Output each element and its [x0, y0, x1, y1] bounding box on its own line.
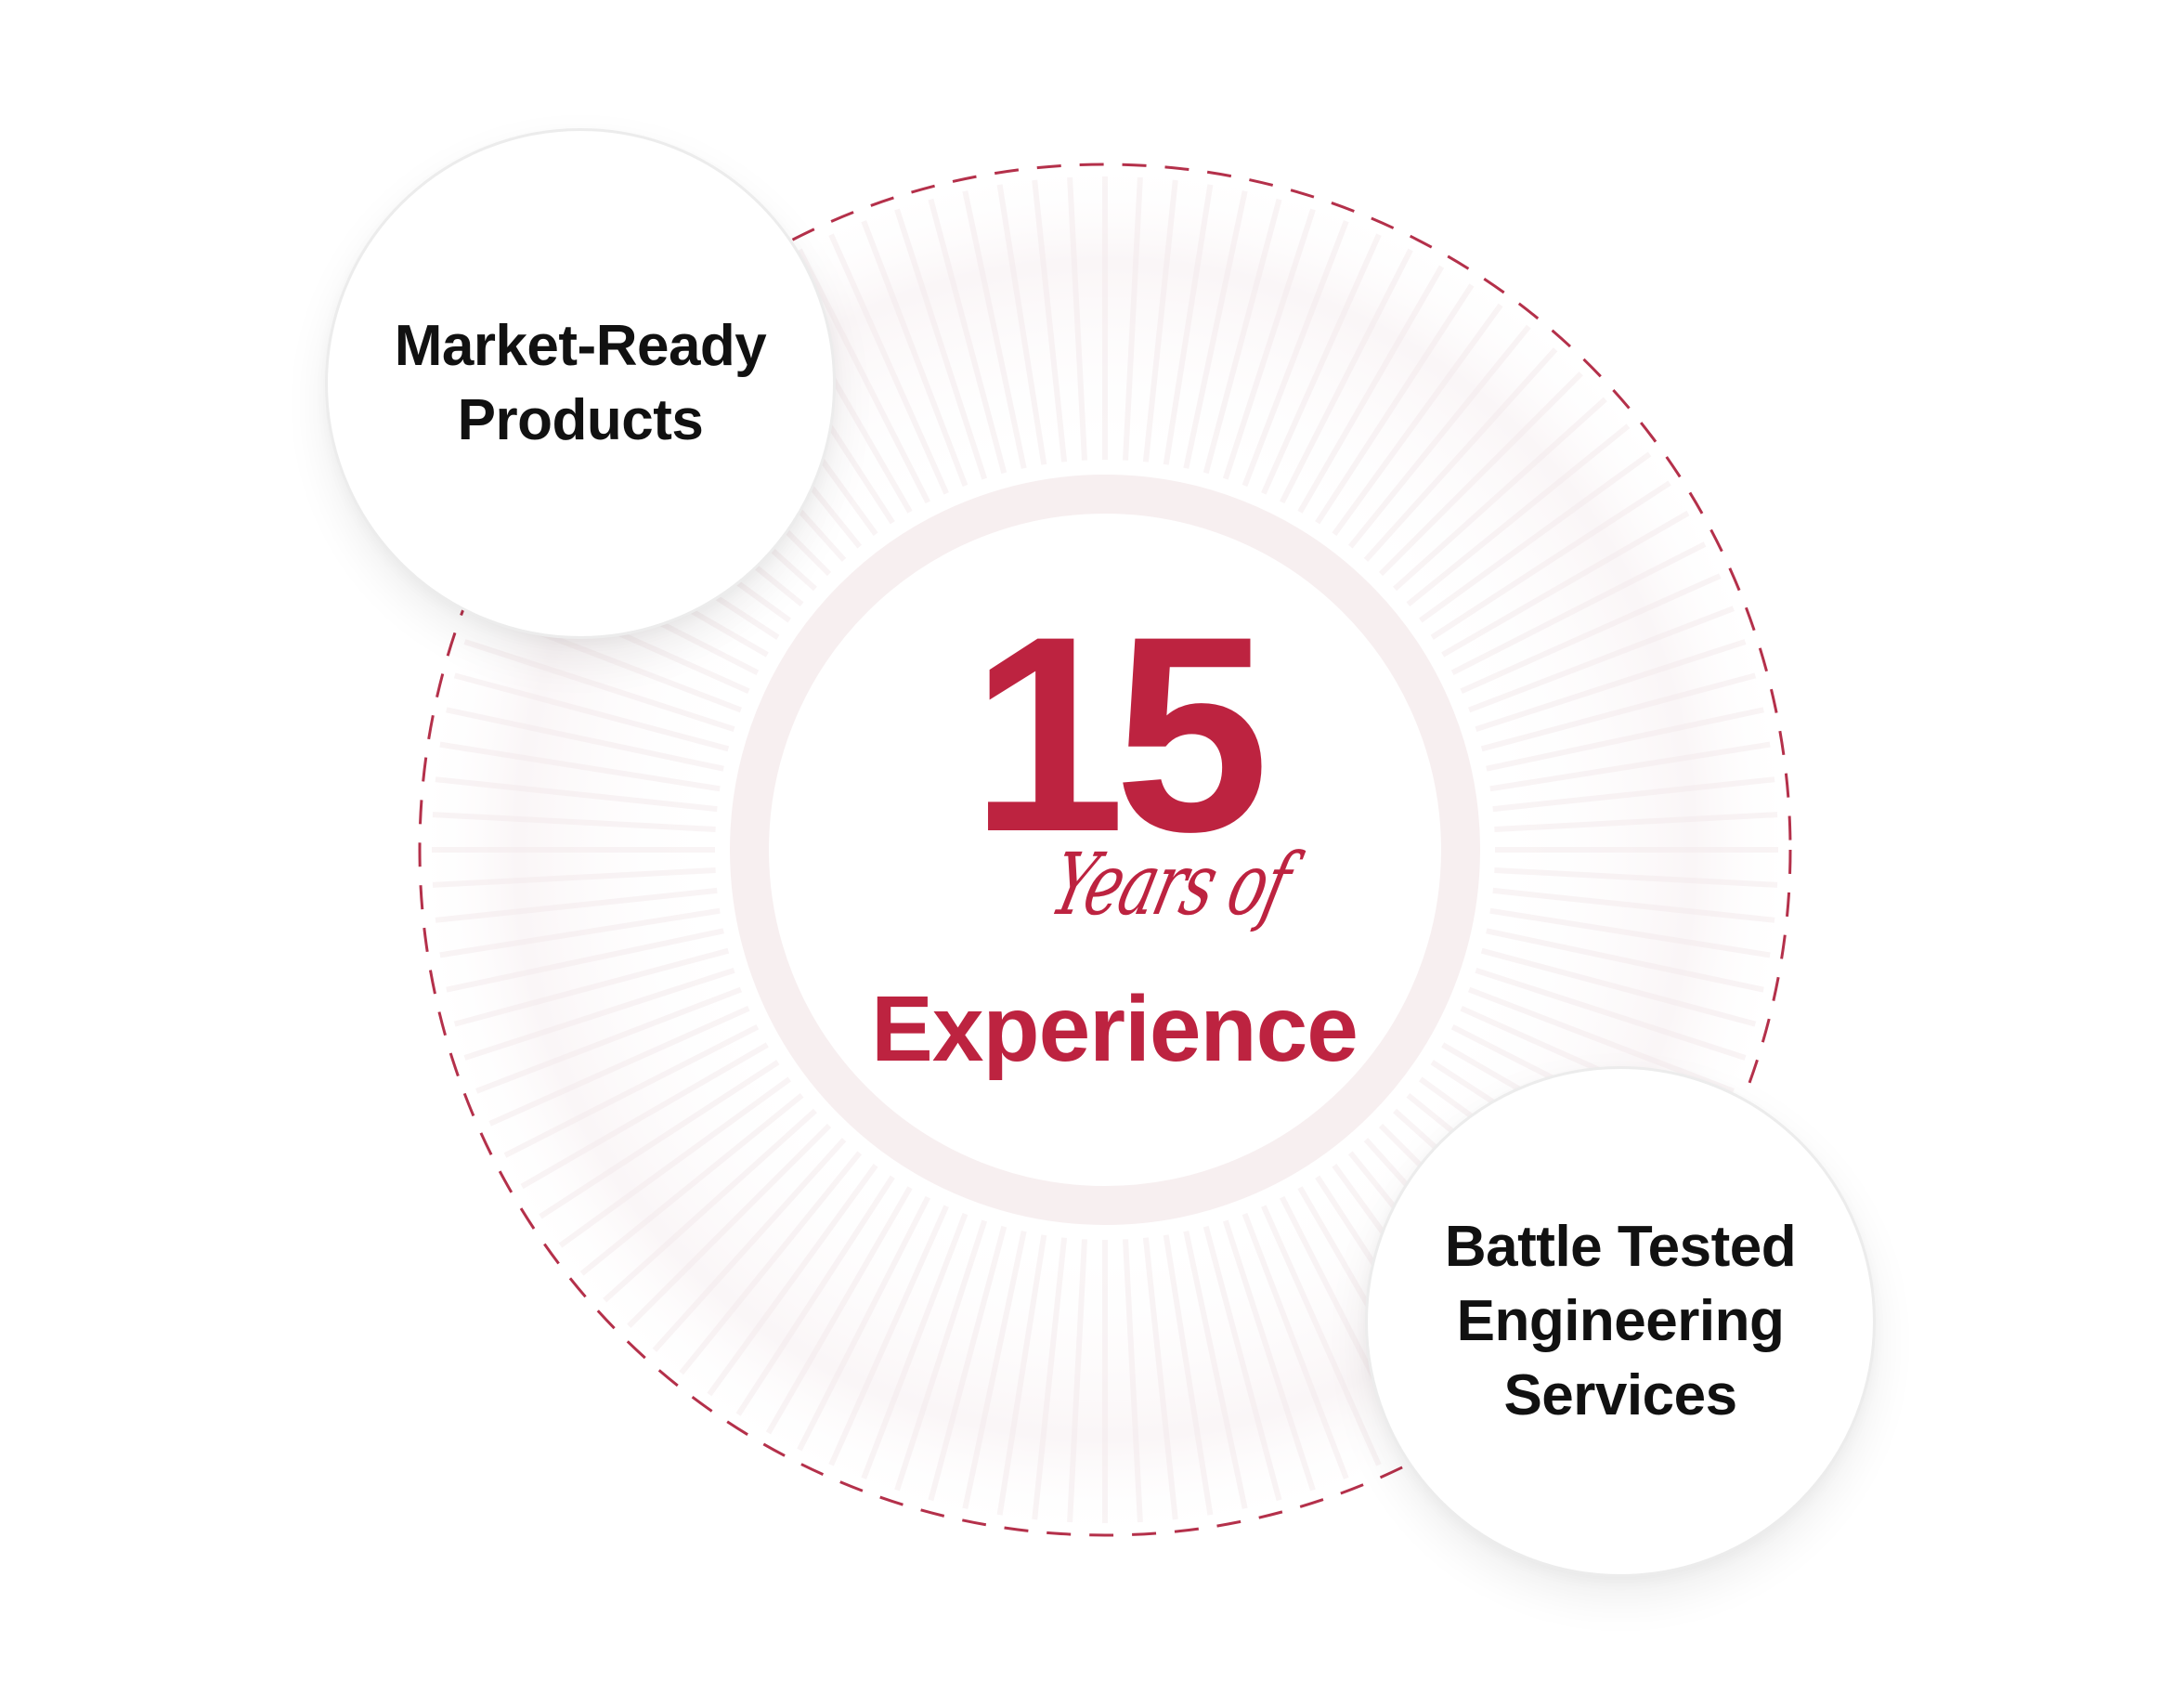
ray-line: [1280, 248, 1413, 504]
ray-line: [1261, 1205, 1382, 1466]
ray-line: [1494, 867, 1778, 888]
inner-ring: [730, 475, 1480, 1225]
ray-line: [1475, 639, 1747, 733]
ray-line: [1123, 1239, 1143, 1523]
experience-label: Experience: [871, 977, 1358, 1081]
ray-line: [1032, 1237, 1068, 1520]
ray-line: [1142, 179, 1178, 463]
ray-line: [828, 233, 949, 495]
bubble-label: Market-Ready Products: [394, 314, 767, 452]
ray-line: [1450, 541, 1707, 675]
ray-line: [962, 1231, 1027, 1509]
ray-line: [1475, 967, 1747, 1061]
ray-line: [1468, 606, 1735, 713]
ray-line: [1067, 176, 1087, 461]
ray-line: [1489, 907, 1771, 958]
ray-line: [1032, 179, 1068, 463]
ray-line: [861, 220, 968, 487]
ray-line: [1393, 397, 1607, 592]
ray-line: [1297, 265, 1445, 514]
ray-line: [1163, 1234, 1214, 1516]
ray-line: [1332, 303, 1503, 536]
ray-line: [735, 1175, 895, 1416]
years-number: 15: [970, 578, 1269, 890]
ray-line: [579, 1092, 804, 1276]
ray-line: [1492, 776, 1775, 813]
ray-line: [1202, 1225, 1282, 1502]
dashed-outer-ring: [418, 163, 1792, 1537]
ray-line: [1441, 510, 1690, 658]
ray-line: [1163, 184, 1214, 465]
ray-line: [446, 707, 724, 772]
ray-line: [1406, 424, 1631, 607]
ray-line: [707, 1164, 878, 1397]
ray-line: [1067, 1239, 1087, 1523]
ray-line: [1315, 283, 1475, 525]
ray-line: [1347, 324, 1531, 549]
ray-line: [1489, 741, 1771, 792]
ray-line: [1492, 887, 1775, 923]
ray-line: [1486, 928, 1764, 993]
ray-line: [432, 867, 716, 888]
ray-line: [1468, 986, 1735, 1094]
ray-line: [1460, 573, 1722, 694]
ray-line: [1142, 1237, 1178, 1520]
ray-line: [1183, 190, 1248, 469]
ray-line: [453, 672, 730, 752]
ray-line: [1363, 347, 1558, 562]
ray-line: [765, 1186, 913, 1435]
engineering-services-bubble: Battle Tested Engineering Services: [1365, 1066, 1876, 1577]
ray-line: [1183, 1231, 1248, 1509]
ray-line: [1202, 198, 1282, 475]
ray-line: [439, 907, 721, 958]
ray-line: [1419, 451, 1652, 623]
center-experience-block: 15 Years of Experience: [817, 594, 1411, 1114]
ray-line: [435, 776, 718, 813]
ray-line: [797, 1195, 930, 1452]
market-ready-products-bubble: Market-Ready Products: [325, 128, 836, 639]
ray-line: [928, 198, 1008, 475]
ray-line: [520, 1042, 769, 1190]
ray-line: [928, 1225, 1008, 1502]
ray-line: [996, 184, 1047, 465]
ray-line: [558, 1076, 791, 1248]
ray-line: [861, 1213, 968, 1479]
ray-line: [432, 812, 716, 832]
ray-line: [1480, 947, 1757, 1027]
ray-line: [962, 190, 1027, 469]
ray-line: [1123, 176, 1143, 461]
ray-line: [894, 208, 988, 480]
ray-line: [475, 986, 742, 1094]
ray-line: [797, 248, 930, 504]
ray-line: [603, 1108, 817, 1303]
bubble-label: Battle Tested Engineering Services: [1444, 1215, 1797, 1427]
ray-line: [894, 1219, 988, 1492]
ray-line: [463, 639, 735, 733]
ray-line: [439, 741, 721, 792]
ray-line: [503, 1024, 760, 1158]
ray-line: [1242, 1213, 1349, 1479]
ray-line: [1480, 672, 1757, 752]
ray-line: [539, 1060, 780, 1219]
ray-line: [488, 1006, 750, 1127]
ray-line: [435, 887, 718, 923]
ray-line: [996, 1234, 1047, 1516]
ray-line: [1494, 812, 1778, 832]
ray-line: [1222, 1219, 1316, 1492]
ray-line: [1222, 208, 1316, 480]
ray-line: [679, 1151, 863, 1375]
ray-line: [1486, 707, 1764, 772]
years-of-script: Years of: [1041, 835, 1299, 934]
ray-line: [627, 1123, 832, 1328]
ray-line: [1242, 220, 1349, 487]
ray-line: [652, 1138, 847, 1352]
ray-line: [1430, 480, 1671, 640]
ray-line: [463, 967, 735, 1061]
ray-line: [1261, 233, 1382, 495]
ray-line: [446, 928, 724, 993]
ray-line: [828, 1205, 949, 1466]
ray-line: [1378, 371, 1583, 577]
ray-line: [453, 947, 730, 1027]
